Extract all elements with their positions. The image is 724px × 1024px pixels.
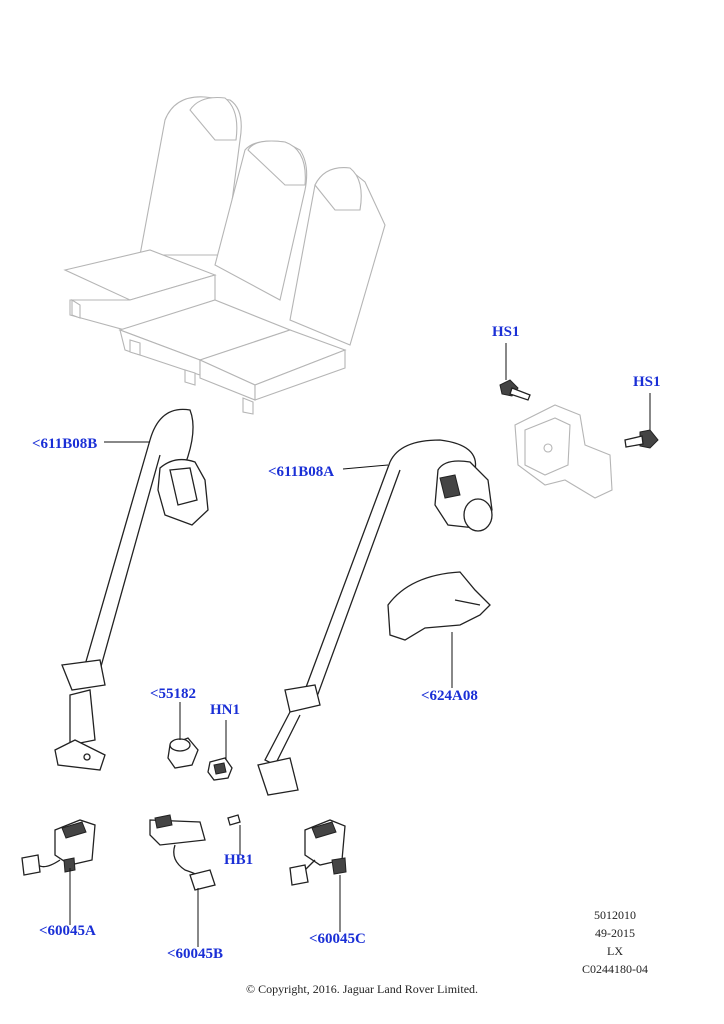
callout-60045b[interactable]: <60045B xyxy=(167,946,224,962)
info-line-1: 5012010 xyxy=(594,908,636,922)
hs1-bolt-top xyxy=(499,379,531,401)
buckle-60045a xyxy=(21,819,96,876)
copyright-notice: © Copyright, 2016. Jaguar Land Rover Lim… xyxy=(245,982,479,996)
callout-hs1-right[interactable]: HS1 xyxy=(633,374,661,390)
callout-60045c[interactable]: <60045C xyxy=(309,931,366,947)
left-seat-belt-assembly xyxy=(54,408,209,771)
info-line-4: C0244180-04 xyxy=(582,962,648,976)
callout-hs1-top[interactable]: HS1 xyxy=(492,324,520,340)
retractor-bracket xyxy=(514,404,613,499)
buckle-60045b xyxy=(149,814,241,891)
info-line-3: LX xyxy=(607,944,623,958)
hs1-bolt-right xyxy=(624,429,659,449)
callout-hn1[interactable]: HN1 xyxy=(210,702,240,718)
callout-611b08b[interactable]: <611B08B xyxy=(32,436,98,452)
callout-60045a[interactable]: <60045A xyxy=(39,923,96,939)
callout-611b08a[interactable]: <611B08A xyxy=(268,464,335,480)
right-seat-belt-assembly xyxy=(257,439,493,796)
callout-624a08[interactable]: <624A08 xyxy=(421,688,478,704)
info-line-2: 49-2015 xyxy=(595,926,635,940)
callout-55182[interactable]: <55182 xyxy=(150,686,197,702)
leader-lines xyxy=(69,343,651,947)
part-55182 xyxy=(167,737,199,769)
buckle-60045c xyxy=(289,819,347,886)
callout-hb1[interactable]: HB1 xyxy=(224,852,254,868)
rear-seat-illustration xyxy=(63,96,386,415)
part-hn1 xyxy=(207,757,233,781)
trim-cover xyxy=(387,571,491,641)
